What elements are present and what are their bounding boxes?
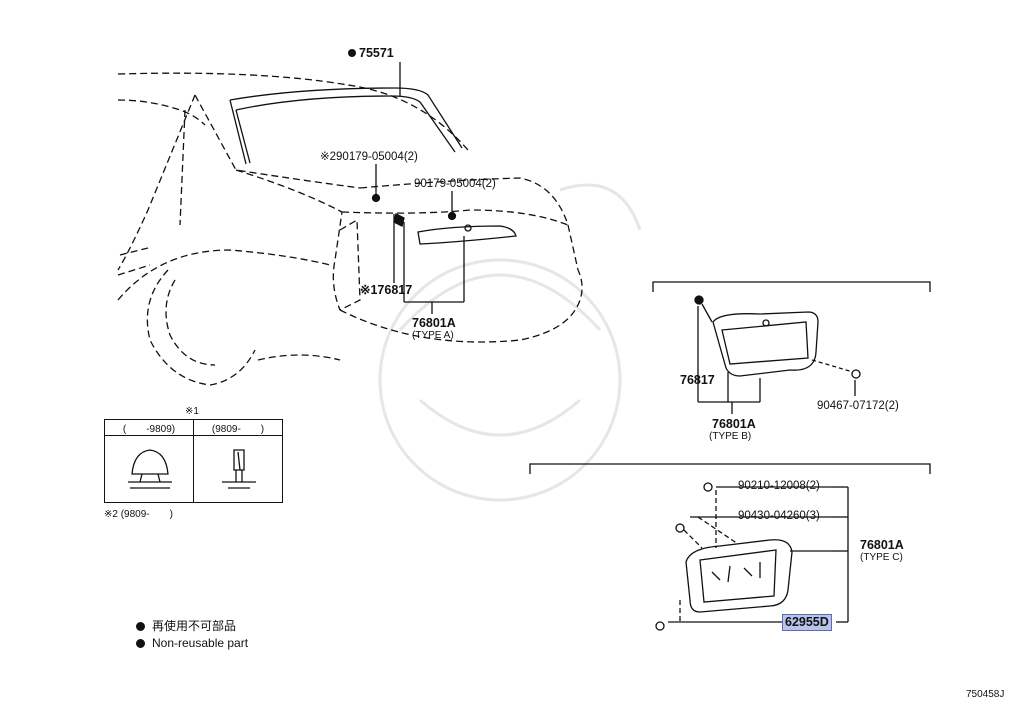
part-label-bolt-upper-b[interactable]: 90179-05004(2) bbox=[414, 178, 496, 190]
bolt-icon bbox=[447, 211, 457, 221]
part-label-nut-c[interactable]: 90210-12008(2) bbox=[738, 480, 820, 492]
part-label-62955d-highlighted[interactable]: 62955D bbox=[782, 614, 832, 631]
car-body-outline bbox=[117, 72, 583, 386]
garnish-a-type: (TYPE A) bbox=[412, 330, 454, 341]
part-label-retainer-a[interactable]: ※176817 bbox=[360, 283, 413, 297]
garnish-a-hole bbox=[464, 224, 472, 232]
screw-icon bbox=[675, 523, 685, 533]
clip-icon bbox=[851, 369, 861, 379]
garnish-type-c bbox=[685, 539, 793, 613]
clip-table-col1-header: ( -9809) bbox=[104, 419, 194, 436]
type-c-bracket bbox=[529, 463, 931, 474]
leader-lines bbox=[375, 62, 465, 314]
part-label-clip-b[interactable]: 90467-07172(2) bbox=[817, 400, 899, 412]
bolt-icon bbox=[371, 193, 381, 203]
part-label-screw-c[interactable]: 90430-04260(3) bbox=[738, 510, 820, 522]
diagram-id: 750458J bbox=[966, 689, 1005, 700]
non-reusable-dot-icon bbox=[136, 622, 145, 631]
clip-table-cell-new bbox=[193, 435, 283, 503]
type-b-leaders bbox=[697, 303, 856, 414]
screw-icon bbox=[655, 621, 665, 631]
garnish-c-type: (TYPE C) bbox=[860, 552, 903, 563]
part-label-retainer-b[interactable]: 76817 bbox=[680, 373, 715, 387]
part-label-75571[interactable]: 75571 bbox=[348, 47, 394, 60]
non-reusable-dot-icon bbox=[136, 639, 145, 648]
nut-icon bbox=[703, 482, 713, 492]
note-2: ※2 (9809- ) bbox=[104, 509, 173, 520]
clip-comparison-table: ( -9809) (9809- ) bbox=[104, 419, 283, 503]
type-b-bracket bbox=[652, 281, 931, 292]
legend-en: Non-reusable part bbox=[136, 637, 248, 649]
clip-table-col2-header: (9809- ) bbox=[193, 419, 283, 436]
type-c-leaders bbox=[668, 486, 849, 623]
watermark-emblem bbox=[378, 183, 642, 502]
garnish-type-b bbox=[712, 311, 819, 377]
non-reusable-dot-icon bbox=[348, 49, 356, 57]
retainer-icon bbox=[694, 295, 704, 305]
garnish-b-type: (TYPE B) bbox=[709, 431, 752, 442]
part-label-bolt-upper-a[interactable]: ※290179-05004(2) bbox=[320, 151, 418, 163]
part-label-garnish-c[interactable]: 76801A bbox=[860, 538, 904, 552]
clip-table-title: ※1 bbox=[185, 406, 199, 417]
legend-jp: 再使用不可部品 bbox=[136, 620, 236, 632]
retainer-icon bbox=[393, 213, 405, 227]
clip-table-cell-old bbox=[104, 435, 194, 503]
part-label-garnish-a[interactable]: 76801A bbox=[412, 316, 456, 330]
window-molding-75571 bbox=[229, 87, 463, 165]
part-label-garnish-b[interactable]: 76801A bbox=[712, 417, 756, 431]
garnish-type-a bbox=[417, 225, 517, 245]
